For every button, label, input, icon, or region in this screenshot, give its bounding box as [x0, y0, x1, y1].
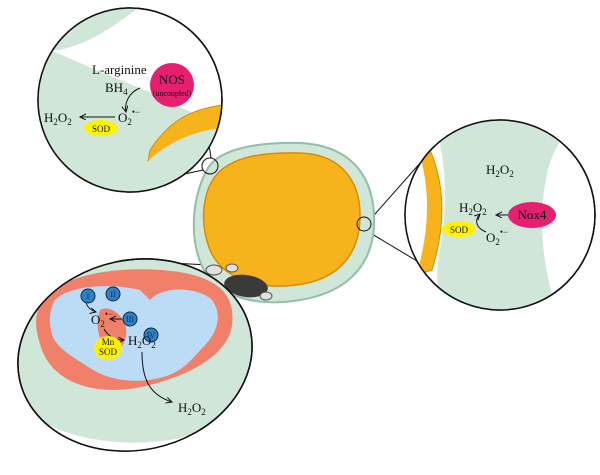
- cell-mitochondrion-small: [225, 263, 239, 273]
- mnsod-line1: Mn: [102, 337, 115, 347]
- sod-enzyme: [84, 120, 118, 136]
- mnsod-enzyme: [94, 336, 122, 360]
- cell-mitochondrion-small: [259, 291, 273, 301]
- h2o2-efflux-arrow: [141, 351, 172, 402]
- cell: [192, 141, 376, 304]
- h2o2-label: H2O2: [44, 110, 72, 127]
- nox4-label: Nox4: [518, 207, 547, 222]
- nos-note: (uncoupled): [153, 89, 192, 98]
- complex-iii-label: III: [126, 315, 134, 324]
- dismutation-arrow: [477, 214, 487, 233]
- complex-iv: [143, 327, 159, 343]
- mid-h2o2-label: H2O2: [459, 200, 487, 217]
- zoom-marker-top-left: [201, 157, 219, 175]
- cell-vacuole: [224, 274, 268, 298]
- mito-h2o2-label: H2O2: [128, 333, 156, 350]
- sod-label: SOD: [92, 124, 111, 134]
- sod-label-right: SOD: [450, 225, 469, 235]
- l-arginine-label: L-arginine: [92, 62, 147, 77]
- complex-iv-label: IV: [147, 331, 156, 340]
- bh4-label: BH4: [105, 80, 128, 97]
- complex-i: [80, 288, 96, 304]
- inset-nox4: H2O2 H2O2 Nox4 SOD O2•−: [404, 119, 596, 311]
- nos-enzyme: [150, 63, 194, 107]
- superoxide-label: O2•−: [118, 107, 140, 127]
- out-h2o2-label: H2O2: [178, 400, 206, 417]
- cell-nucleus: [202, 152, 361, 287]
- nox4-enzyme: [508, 202, 556, 228]
- top-h2o2-label: H2O2: [486, 162, 514, 179]
- inset-endothelial-nos: NOS (uncoupled) L-arginine BH4 O2•− SOD …: [37, 7, 223, 193]
- complex-ii-label: II: [110, 290, 116, 299]
- complex-i-label: I: [87, 292, 90, 301]
- complex-i-arrow: [85, 302, 96, 312]
- complex-iii: [122, 311, 138, 327]
- cell-mitochondrion-small: [205, 264, 223, 276]
- mnsod-line2: SOD: [99, 347, 118, 357]
- nos-label: NOS: [159, 72, 185, 87]
- mito-superoxide-label: O2•−: [91, 309, 113, 329]
- superoxide-right: O2•−: [486, 227, 508, 247]
- nos-arrow: [126, 87, 141, 112]
- complex-ii: [105, 286, 121, 302]
- sod-enzyme-right: [442, 221, 476, 237]
- zoom-marker-right: [356, 216, 372, 232]
